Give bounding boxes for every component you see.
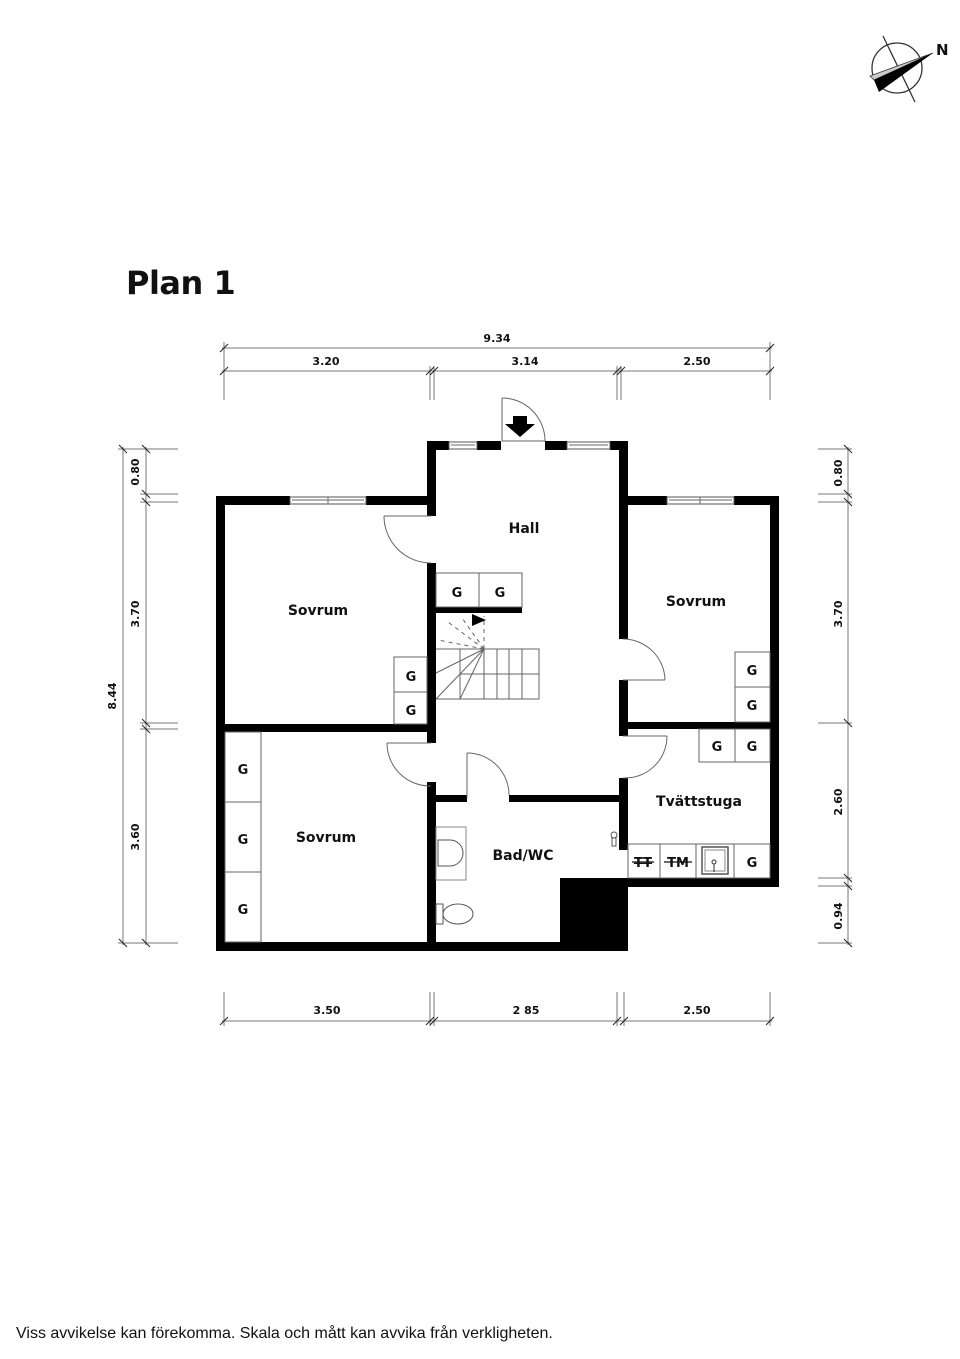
top-dimensions: 9.34 3.20 3.14 2.50 bbox=[219, 332, 775, 400]
right-dimensions: 0.80 3.70 2.60 0.94 bbox=[818, 444, 853, 948]
dim-bottom-3: 2.50 bbox=[683, 1004, 710, 1017]
left-dimensions: 8.44 0.80 3.70 3.60 bbox=[106, 444, 178, 948]
stair-direction-arrow-icon bbox=[472, 614, 486, 626]
bottom-dimensions: 3.50 2 85 2.50 bbox=[219, 992, 775, 1026]
laundry-sink-icon bbox=[701, 846, 729, 875]
dim-left-1: 0.80 bbox=[129, 458, 142, 485]
windows bbox=[289, 441, 735, 505]
room-label-hall: Hall bbox=[509, 521, 540, 537]
dim-top-2: 3.14 bbox=[511, 355, 538, 368]
north-label: N bbox=[936, 41, 949, 59]
closet-label: G bbox=[495, 586, 506, 601]
closet-label: G bbox=[747, 699, 758, 714]
room-label-sovrum-right: Sovrum bbox=[666, 594, 726, 610]
dim-left-2: 3.70 bbox=[129, 600, 142, 627]
dim-left-total: 8.44 bbox=[106, 682, 119, 709]
closet-label: G bbox=[747, 664, 758, 679]
dim-top-3: 2.50 bbox=[683, 355, 710, 368]
dim-top-1: 3.20 bbox=[312, 355, 339, 368]
closet-label: G bbox=[712, 740, 723, 755]
closet-label: G bbox=[238, 763, 249, 778]
washing-machine-label: TM bbox=[667, 856, 689, 871]
room-label-sovrum-bottom-left: Sovrum bbox=[296, 830, 356, 846]
washbasin-icon bbox=[437, 839, 464, 867]
shower-tap-icon bbox=[610, 831, 618, 847]
dim-left-3: 3.60 bbox=[129, 823, 142, 850]
room-label-bad-wc: Bad/WC bbox=[493, 848, 554, 864]
closet-label: G bbox=[406, 670, 417, 685]
walls bbox=[216, 441, 779, 951]
dim-right-1: 0.80 bbox=[832, 459, 845, 486]
dim-right-4: 0.94 bbox=[832, 902, 845, 929]
doors bbox=[383, 397, 668, 798]
dim-right-3: 2.60 bbox=[832, 788, 845, 815]
plan-title: Plan 1 bbox=[126, 264, 235, 302]
closet-label: G bbox=[238, 903, 249, 918]
dim-bottom-1: 3.50 bbox=[313, 1004, 340, 1017]
disclaimer-text: Viss avvikelse kan förekomma. Skala och … bbox=[16, 1325, 553, 1342]
room-label-sovrum-top-left: Sovrum bbox=[288, 603, 348, 619]
tumble-dryer-label: TT bbox=[634, 856, 652, 871]
staircase bbox=[435, 614, 540, 700]
closet-label: G bbox=[747, 740, 758, 755]
toilet-icon bbox=[435, 903, 474, 925]
dim-bottom-2: 2 85 bbox=[513, 1004, 540, 1017]
room-label-tvattstuga: Tvättstuga bbox=[656, 794, 742, 810]
closets: G G G G G G G G G G G TT TM bbox=[224, 572, 771, 943]
dim-top-total: 9.34 bbox=[483, 332, 510, 345]
north-arrow-compass-icon: N bbox=[869, 35, 949, 103]
closet-label: G bbox=[238, 833, 249, 848]
closet-label: G bbox=[406, 704, 417, 719]
closet-label: G bbox=[747, 856, 758, 871]
dim-right-2: 3.70 bbox=[832, 600, 845, 627]
entrance-arrow-icon bbox=[505, 416, 535, 437]
bathroom-fixtures bbox=[435, 826, 618, 925]
closet-label: G bbox=[452, 586, 463, 601]
